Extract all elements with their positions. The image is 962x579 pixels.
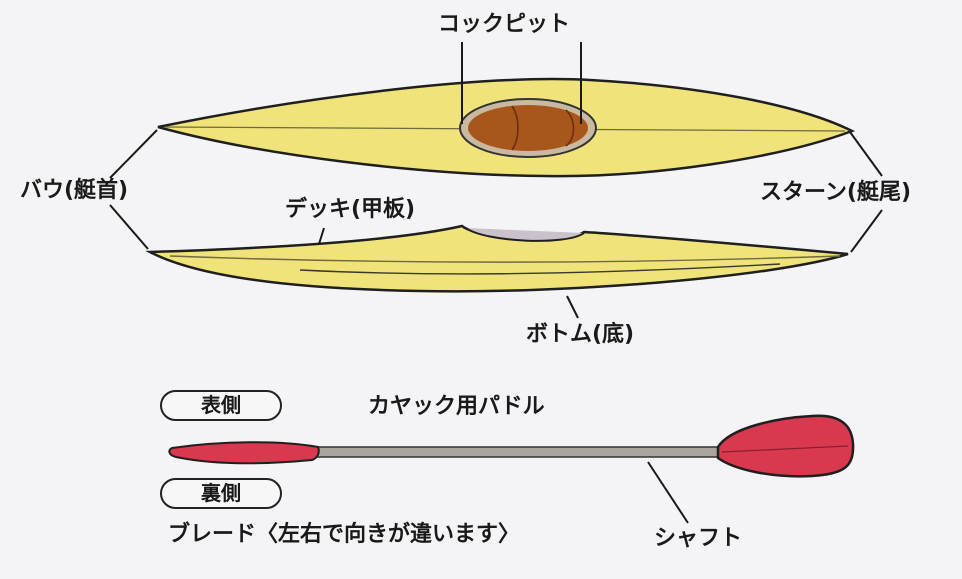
shaft-label: シャフト bbox=[654, 526, 743, 551]
leader-deck bbox=[318, 227, 325, 245]
kayak-side-chine-line bbox=[169, 255, 841, 263]
leader-bow-bottom bbox=[109, 204, 149, 250]
leader-bottom bbox=[566, 295, 579, 319]
bow-label: バウ(艇首) bbox=[20, 178, 129, 203]
leader-bow-top bbox=[109, 129, 158, 179]
paddle-left-blade bbox=[168, 441, 320, 465]
leader-stern-bottom bbox=[850, 209, 883, 253]
leader-stern-top bbox=[849, 131, 883, 177]
cockpit-backrest-line bbox=[565, 109, 575, 147]
paddle-right-blade bbox=[716, 414, 855, 478]
paddle-right-blade-ridge bbox=[721, 445, 849, 453]
front-side-badge: 表側 bbox=[160, 390, 282, 421]
bottom-label: ボトム(底) bbox=[526, 322, 635, 347]
kayak-side-bottom-line bbox=[299, 263, 781, 275]
back-side-badge: 裏側 bbox=[160, 478, 282, 509]
paddle-title: カヤック用パドル bbox=[368, 394, 545, 419]
deck-label: デッキ(甲板) bbox=[285, 197, 416, 222]
kayak-side-cockpit-notch bbox=[465, 227, 585, 242]
cockpit-seat-line bbox=[511, 105, 519, 151]
kayak-side-view-hull bbox=[145, 224, 849, 293]
cockpit-label: コックピット bbox=[438, 12, 571, 37]
paddle-shaft bbox=[311, 446, 721, 458]
cockpit-opening bbox=[468, 105, 588, 151]
blade-note-label: ブレード〈左右で向きが違います〉 bbox=[168, 522, 521, 547]
stern-label: スターン(艇尾) bbox=[760, 180, 912, 205]
leader-shaft bbox=[647, 461, 689, 524]
